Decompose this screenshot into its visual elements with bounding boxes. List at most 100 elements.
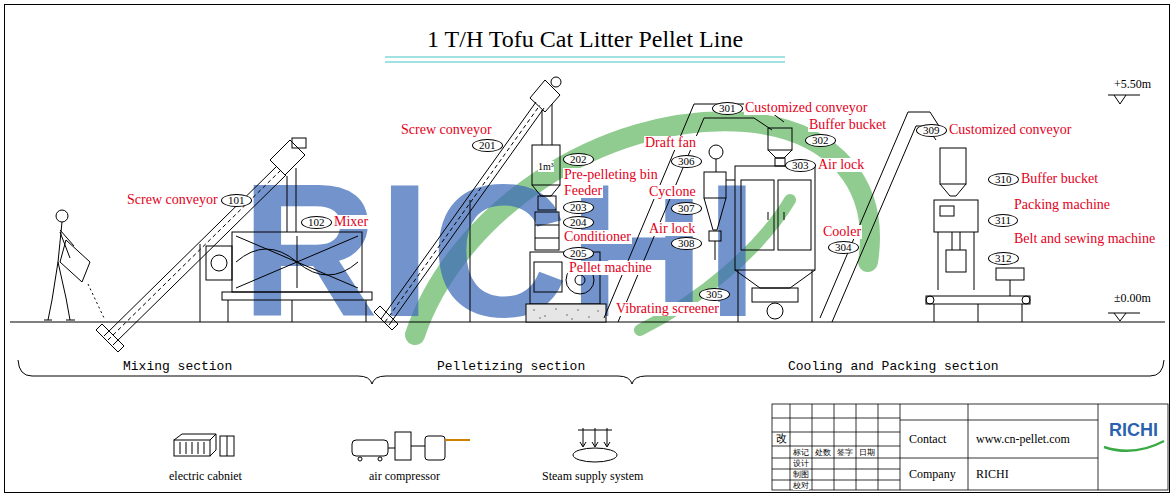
packing-equipment [926, 296, 1030, 304]
concrete-base [544, 315, 546, 317]
callout-text: 201 [479, 139, 496, 151]
table-cell: Company [908, 468, 957, 481]
cyclone-and-fan [709, 231, 721, 241]
elevation-mark [1108, 95, 1140, 321]
pelleting-equipment [526, 304, 606, 322]
screw-conveyor [96, 324, 124, 352]
packing-equipment [938, 232, 974, 290]
steam-supply-icon [573, 448, 617, 462]
callout-text: 205 [570, 247, 587, 259]
mixer [206, 232, 372, 322]
cyclone-and-fan [715, 180, 735, 260]
conveyor [832, 126, 936, 322]
worker-figure [60, 240, 90, 282]
callout-text: 303 [792, 159, 809, 171]
cooler [738, 270, 812, 322]
conveyor [604, 104, 784, 322]
part-name: Cyclone [648, 185, 697, 199]
conveyor [618, 118, 772, 322]
callout-number: 302 [805, 134, 836, 147]
part-name: Belt and sewing machine [1013, 232, 1156, 246]
concrete-base [539, 317, 541, 319]
screw-conveyor [385, 105, 540, 322]
cooler [768, 212, 784, 220]
callout-number: 205 [563, 247, 594, 260]
part-name: Screw conveyor [126, 193, 219, 207]
callout-text: 309 [923, 124, 940, 136]
table-cell: 签字 [837, 448, 853, 457]
screw-conveyor [96, 138, 306, 352]
callout-text: 305 [706, 288, 723, 300]
part-name: Pellet machine [568, 261, 653, 275]
worker-figure [44, 210, 104, 320]
packing-equipment [940, 184, 966, 196]
diagram-title: 1 T/H Tofu Cat Litter Pellet Line [427, 25, 743, 53]
packing-equipment [1022, 296, 1030, 304]
section-label: Mixing section [121, 360, 234, 374]
pelleting-equipment [532, 145, 560, 185]
concrete-base [566, 314, 568, 316]
callout-number: 202 [563, 153, 594, 166]
steam-supply-icon [573, 428, 617, 462]
utility-label: Steam supply system [541, 470, 644, 483]
electric-cabinet-icon [180, 442, 204, 454]
callout-number: 304 [828, 241, 859, 254]
steam-supply-icon [580, 442, 610, 447]
utility-label: air compressor [368, 470, 441, 483]
pelleting-equipment [538, 196, 556, 210]
logo-swoosh [1104, 441, 1164, 451]
cyclone-and-fan [704, 145, 735, 260]
part-name: Conditioner [563, 230, 632, 244]
screw-conveyor [287, 168, 296, 232]
concrete-base [571, 318, 573, 320]
callout-text: 101 [228, 194, 245, 206]
callout-number: 301 [712, 102, 743, 115]
mixer [236, 249, 358, 275]
table-cell: 处数 [815, 448, 831, 457]
part-name: Air lock [817, 158, 865, 172]
electric-cabinet-icon [174, 434, 234, 456]
concrete-base [533, 308, 599, 320]
cooler [735, 166, 815, 270]
section-bracket [18, 360, 1164, 384]
air-compressor-icon [378, 457, 382, 461]
part-name: Screw conveyor [400, 123, 493, 137]
elevation-mark [1108, 95, 1140, 104]
callout-text: 308 [678, 237, 695, 249]
screw-conveyor [530, 80, 560, 112]
cooler [752, 288, 798, 302]
callout-number: 308 [671, 237, 702, 250]
screw-conveyor [374, 306, 398, 330]
company-logo: RICHI [1109, 420, 1158, 440]
callout-number: 203 [563, 201, 594, 214]
pelleting-equipment [530, 252, 600, 304]
part-name: Draft fan [644, 136, 697, 150]
logo-swoosh [1104, 441, 1164, 451]
packing-equipment [940, 206, 954, 216]
table-cell: www.cn-pellet.com [975, 433, 1071, 446]
packing-equipment [1010, 280, 1011, 296]
concrete-base [577, 309, 579, 311]
cooler [778, 180, 811, 250]
steam-supply-icon [578, 428, 612, 446]
part-name: Cooler [822, 225, 862, 239]
cooler [768, 150, 792, 158]
table-cell: 改 [776, 433, 787, 445]
mixer [206, 246, 232, 280]
screw-conveyor [551, 77, 561, 87]
callout-number: 310 [988, 173, 1019, 186]
air-compressor-icon [425, 436, 445, 460]
title-block [772, 404, 1168, 490]
section-label: Pelletizing section [435, 360, 587, 374]
electric-cabinet-icon [227, 436, 228, 456]
electric-cabinet-icon [220, 436, 234, 456]
elevation-label: +5.50m [1113, 78, 1152, 91]
mixer [211, 255, 227, 271]
callout-number: 306 [671, 155, 702, 168]
screw-conveyor [374, 77, 561, 330]
elevation-label: ±0.00m [1113, 292, 1152, 305]
concrete-base [533, 309, 535, 311]
screw-conveyor [292, 138, 306, 148]
packing-equipment [946, 250, 966, 272]
